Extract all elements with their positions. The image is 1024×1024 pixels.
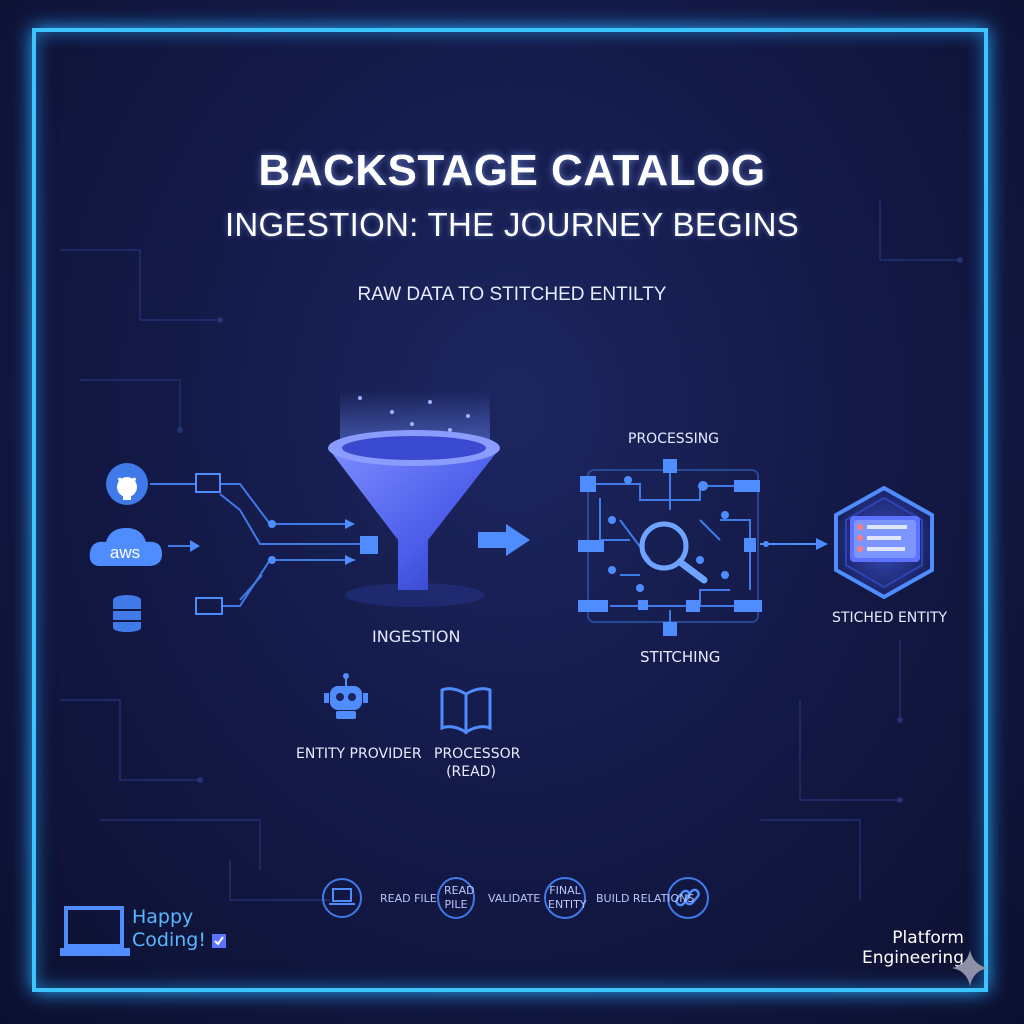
- arrow-right-icon: [478, 524, 530, 556]
- stitched-entity-label: STICHED ENTITY: [832, 610, 948, 626]
- final-entity-step-line1: FINAL: [549, 884, 581, 897]
- page-title: BACKSTAGE CATALOG: [258, 146, 766, 195]
- aws-cloud-icon: [89, 528, 162, 566]
- processing-network: [587, 466, 759, 628]
- laptop-icon: [60, 906, 130, 956]
- page-subtitle: INGESTION: THE JOURNEY BEGINS: [224, 206, 800, 243]
- open-book-icon: [440, 687, 492, 735]
- funnel-icon: [328, 390, 500, 607]
- stitched-entity-hexagon-icon: [834, 485, 934, 600]
- processing-label: PROCESSING: [628, 431, 720, 447]
- read-pile-step-line1: READ: [444, 884, 475, 897]
- tagline: RAW DATA TO STITCHED ENTILTY: [357, 284, 667, 305]
- sparkle-icon: [952, 950, 988, 986]
- glowing-frame: [32, 28, 988, 992]
- stitching-label: STITCHING: [640, 648, 721, 666]
- brand-line2: Engineering: [862, 948, 964, 968]
- happy-coding-text: Happy Coding!: [132, 906, 226, 952]
- laptop-step-icon: [329, 888, 355, 905]
- read-pile-step-circle: [437, 877, 475, 919]
- magnifier-icon: [639, 521, 708, 584]
- github-icon: [106, 463, 148, 505]
- processor-read-label: (READ): [446, 764, 496, 780]
- build-relations-step: BUILD RELATIONS: [596, 892, 695, 905]
- read-pile-step-line2: PILE: [444, 898, 468, 911]
- read-file-step-circle: [322, 878, 362, 918]
- build-relations-step-circle: [667, 877, 709, 919]
- happy-line: Happy: [132, 906, 194, 928]
- brand-line1: Platform: [892, 928, 964, 948]
- processor-label: PROCESSOR: [434, 746, 521, 762]
- database-icon: [113, 595, 141, 632]
- final-entity-step-line2: ENTITY: [548, 898, 587, 911]
- ingestion-label: INGESTION: [372, 627, 461, 646]
- platform-engineering-brand: Platform Engineering: [862, 928, 964, 968]
- final-entity-step-circle: [544, 877, 586, 919]
- read-file-step: READ FILE: [380, 892, 437, 905]
- robot-icon: [324, 673, 368, 719]
- aws-label: aws: [110, 543, 140, 562]
- checkbox-icon: [211, 933, 226, 948]
- entity-provider-label: ENTITY PROVIDER: [296, 746, 422, 762]
- link-chain-icon: [675, 888, 700, 907]
- validate-step: VALIDATE: [488, 892, 541, 905]
- coding-line: Coding!: [132, 929, 206, 951]
